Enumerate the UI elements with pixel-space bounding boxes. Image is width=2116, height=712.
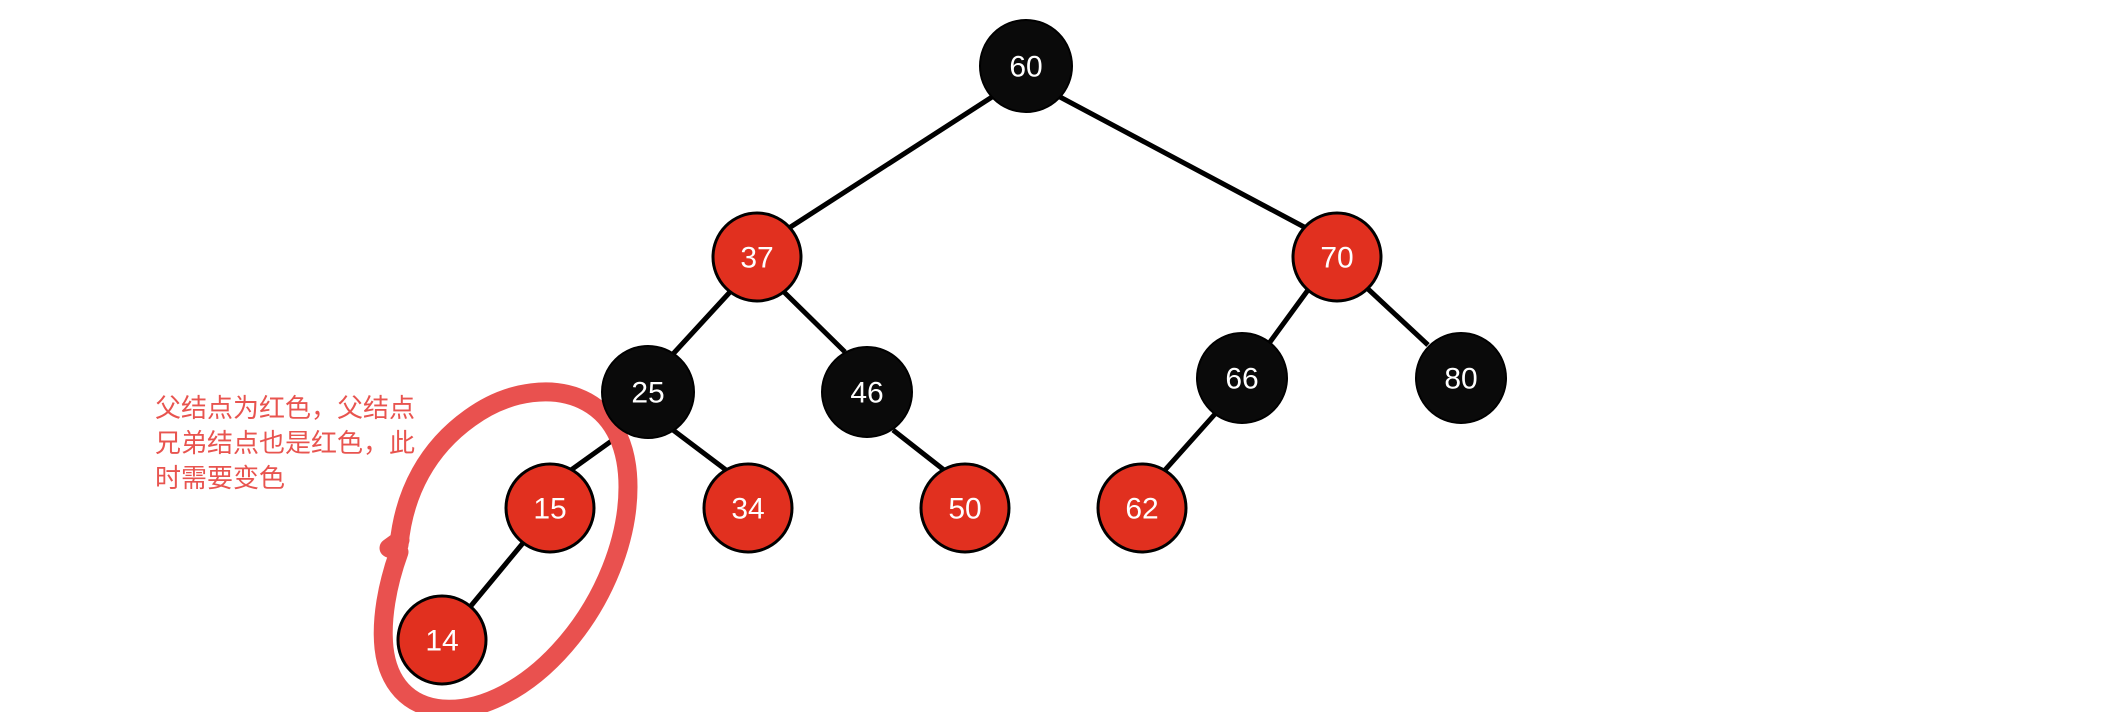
tree-node-46[interactable]: 46 (821, 346, 913, 438)
node-circle-15[interactable] (504, 462, 596, 554)
node-label-37: 37 (740, 242, 773, 275)
node-circle-14[interactable] (396, 594, 488, 686)
edge-70-66 (1267, 288, 1311, 344)
node-label-70: 70 (1320, 242, 1353, 275)
node-circle-37[interactable] (711, 211, 803, 303)
tree-node-15[interactable]: 15 (504, 462, 596, 554)
tree-node-62[interactable]: 62 (1096, 462, 1188, 554)
node-label-60: 60 (1009, 51, 1042, 84)
node-circle-66[interactable] (1196, 332, 1288, 424)
edge-66-62 (1163, 412, 1217, 472)
node-circle-80[interactable] (1415, 332, 1507, 424)
node-label-14: 14 (425, 625, 458, 658)
edge-60-70 (1058, 94, 1308, 231)
edge-37-25 (671, 290, 732, 356)
edge-37-46 (782, 290, 847, 354)
tree-node-34[interactable]: 34 (702, 462, 794, 554)
tree-node-14[interactable]: 14 (396, 594, 488, 686)
node-label-25: 25 (631, 377, 664, 410)
node-circle-34[interactable] (702, 462, 794, 554)
tree-node-80[interactable]: 80 (1415, 332, 1507, 424)
edge-70-80 (1366, 287, 1430, 347)
tree-node-60[interactable]: 60 (979, 19, 1073, 113)
tree-node-50[interactable]: 50 (919, 462, 1011, 554)
edge-46-50 (891, 428, 946, 472)
tree-node-25[interactable]: 25 (601, 345, 695, 439)
edge-25-34 (671, 428, 728, 472)
node-circle-25[interactable] (601, 345, 695, 439)
highlight-annotation-shape (373, 382, 638, 712)
tree-node-70[interactable]: 70 (1291, 211, 1383, 303)
node-label-50: 50 (948, 493, 981, 526)
annotation-text: 父结点为红色，父结点 兄弟结点也是红色，此 时需要变色 (155, 394, 416, 494)
node-circle-62[interactable] (1096, 462, 1188, 554)
edge-15-14 (468, 541, 525, 609)
node-label-80: 80 (1444, 363, 1477, 396)
tree-node-37[interactable]: 37 (711, 211, 803, 303)
node-circle-70[interactable] (1291, 211, 1383, 303)
hand-drawn-ellipse-icon (373, 382, 638, 712)
node-circle-50[interactable] (919, 462, 1011, 554)
node-label-66: 66 (1225, 363, 1258, 396)
tree-node-66[interactable]: 66 (1196, 332, 1288, 424)
node-label-46: 46 (850, 377, 883, 410)
tree-nodes: 60 37 70 25 46 66 (396, 19, 1507, 686)
tree-edges (468, 94, 1430, 609)
node-label-62: 62 (1125, 493, 1158, 526)
node-circle-60[interactable] (979, 19, 1073, 113)
edge-60-37 (787, 94, 994, 231)
node-label-34: 34 (731, 493, 764, 526)
node-label-15: 15 (533, 493, 566, 526)
node-circle-46[interactable] (821, 346, 913, 438)
